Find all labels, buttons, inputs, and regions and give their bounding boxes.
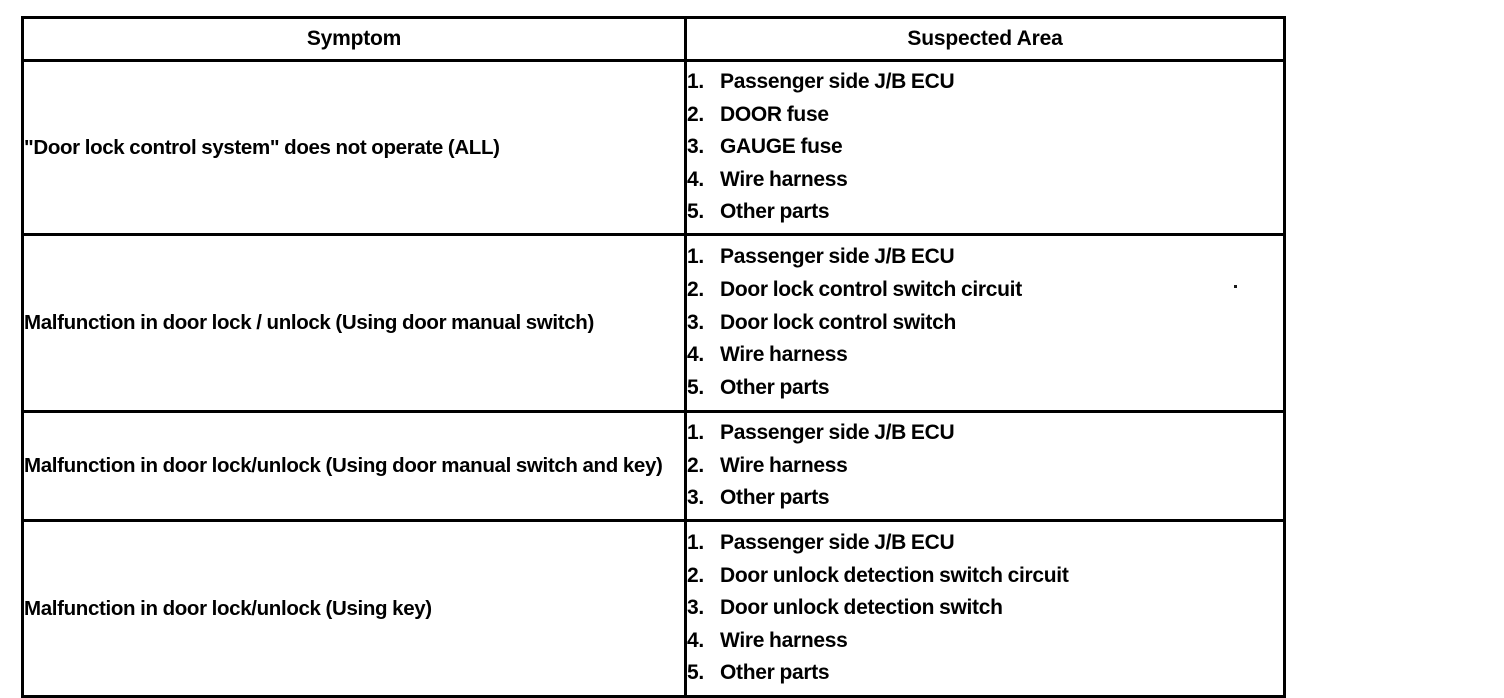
suspected-area-list: 1. Passenger side J/B ECU 2. Door lock c… bbox=[687, 241, 1283, 404]
list-item-label: Door lock control switch bbox=[720, 310, 957, 334]
list-item: 5. Other parts bbox=[687, 196, 1283, 229]
list-item-number: 5. bbox=[687, 661, 704, 685]
list-item: 1. Passenger side J/B ECU bbox=[687, 241, 1283, 274]
list-item-label: Wire harness bbox=[720, 167, 848, 191]
list-item: 5. Other parts bbox=[687, 657, 1283, 690]
list-item: 2. Wire harness bbox=[687, 450, 1283, 483]
list-item: 5. Other parts bbox=[687, 372, 1283, 405]
list-item-label: Wire harness bbox=[720, 628, 848, 652]
list-item-number: 4. bbox=[687, 167, 704, 191]
list-item: 2. Door lock control switch circuit bbox=[687, 274, 1283, 307]
suspected-area-cell: 1. Passenger side J/B ECU 2. Door unlock… bbox=[684, 519, 1286, 698]
symptom-cell: Malfunction in door lock / unlock (Using… bbox=[21, 233, 687, 413]
list-item-number: 5. bbox=[687, 200, 704, 224]
suspected-area-list: 1. Passenger side J/B ECU 2. Wire harnes… bbox=[687, 417, 1283, 515]
suspected-area-cell: 1. Passenger side J/B ECU 2. DOOR fuse 3… bbox=[684, 59, 1286, 236]
list-item-number: 5. bbox=[687, 375, 704, 399]
list-item-number: 1. bbox=[687, 245, 704, 269]
list-item: 4. Wire harness bbox=[687, 164, 1283, 197]
list-item: 1. Passenger side J/B ECU bbox=[687, 527, 1283, 560]
list-item: 3. Door lock control switch bbox=[687, 307, 1283, 340]
list-item: 4. Wire harness bbox=[687, 339, 1283, 372]
list-item: 2. Door unlock detection switch circuit bbox=[687, 560, 1283, 593]
list-item-label: DOOR fuse bbox=[720, 102, 829, 126]
symptom-cell: Malfunction in door lock/unlock (Using k… bbox=[21, 519, 687, 698]
list-item-number: 4. bbox=[687, 628, 704, 652]
list-item-number: 2. bbox=[687, 278, 704, 302]
symptom-text: Malfunction in door lock / unlock (Using… bbox=[24, 311, 594, 335]
list-item-label: Door lock control switch circuit bbox=[720, 278, 1022, 302]
list-item-label: Other parts bbox=[720, 375, 830, 399]
list-item-label: Passenger side J/B ECU bbox=[720, 421, 955, 445]
header-row: Symptom Suspected Area bbox=[21, 16, 1286, 62]
column-header-symptom-label: Symptom bbox=[306, 27, 402, 51]
table-row: Malfunction in door lock/unlock (Using d… bbox=[21, 410, 1286, 522]
symptom-text: Malfunction in door lock/unlock (Using k… bbox=[24, 596, 432, 620]
suspected-area-list: 1. Passenger side J/B ECU 2. Door unlock… bbox=[687, 527, 1283, 690]
column-header-suspected-area: Suspected Area bbox=[684, 16, 1286, 62]
table-row: Malfunction in door lock / unlock (Using… bbox=[21, 233, 1286, 413]
column-header-symptom: Symptom bbox=[21, 16, 687, 62]
list-item-label: Other parts bbox=[720, 200, 830, 224]
list-item-label: Door unlock detection switch circuit bbox=[720, 563, 1069, 587]
list-item-label: GAUGE fuse bbox=[720, 135, 843, 159]
symptom-text: "Door lock control system" does not oper… bbox=[24, 135, 500, 159]
table-header: Symptom Suspected Area bbox=[21, 16, 1286, 62]
list-item-label: Other parts bbox=[720, 661, 830, 685]
symptom-text: Malfunction in door lock/unlock (Using d… bbox=[24, 454, 663, 478]
list-item-label: Passenger side J/B ECU bbox=[720, 69, 955, 93]
list-item: 3. Other parts bbox=[687, 482, 1283, 515]
list-item: 1. Passenger side J/B ECU bbox=[687, 417, 1283, 450]
symptom-cell: Malfunction in door lock/unlock (Using d… bbox=[21, 410, 687, 522]
list-item: 4. Wire harness bbox=[687, 625, 1283, 658]
table-row: "Door lock control system" does not oper… bbox=[21, 59, 1286, 236]
list-item-number: 3. bbox=[687, 486, 704, 510]
table-body: "Door lock control system" does not oper… bbox=[21, 59, 1286, 698]
list-item-number: 3. bbox=[687, 135, 704, 159]
scan-artifact-speck bbox=[1234, 285, 1237, 288]
suspected-area-list: 1. Passenger side J/B ECU 2. DOOR fuse 3… bbox=[687, 66, 1283, 229]
list-item: 3. Door unlock detection switch bbox=[687, 592, 1283, 625]
suspected-area-cell: 1. Passenger side J/B ECU 2. Wire harnes… bbox=[684, 410, 1286, 522]
list-item-label: Door unlock detection switch bbox=[720, 596, 1003, 620]
list-item-number: 1. bbox=[687, 421, 704, 445]
list-item-number: 2. bbox=[687, 563, 704, 587]
list-item-number: 2. bbox=[687, 102, 704, 126]
table-row: Malfunction in door lock/unlock (Using k… bbox=[21, 519, 1286, 698]
list-item: 1. Passenger side J/B ECU bbox=[687, 66, 1283, 99]
list-item-label: Other parts bbox=[720, 486, 830, 510]
list-item-number: 2. bbox=[687, 453, 704, 477]
list-item-label: Passenger side J/B ECU bbox=[720, 530, 955, 554]
list-item-number: 4. bbox=[687, 343, 704, 367]
symptom-cell: "Door lock control system" does not oper… bbox=[21, 59, 687, 236]
column-header-suspected-area-label: Suspected Area bbox=[907, 27, 1063, 51]
list-item-label: Wire harness bbox=[720, 453, 848, 477]
list-item: 3. GAUGE fuse bbox=[687, 131, 1283, 164]
list-item-label: Wire harness bbox=[720, 343, 848, 367]
symptom-suspected-area-table: Symptom Suspected Area "Door lock contro… bbox=[21, 16, 1286, 698]
list-item: 2. DOOR fuse bbox=[687, 99, 1283, 132]
list-item-number: 1. bbox=[687, 69, 704, 93]
suspected-area-cell: 1. Passenger side J/B ECU 2. Door lock c… bbox=[684, 233, 1286, 413]
list-item-label: Passenger side J/B ECU bbox=[720, 245, 955, 269]
list-item-number: 3. bbox=[687, 596, 704, 620]
list-item-number: 3. bbox=[687, 310, 704, 334]
list-item-number: 1. bbox=[687, 530, 704, 554]
